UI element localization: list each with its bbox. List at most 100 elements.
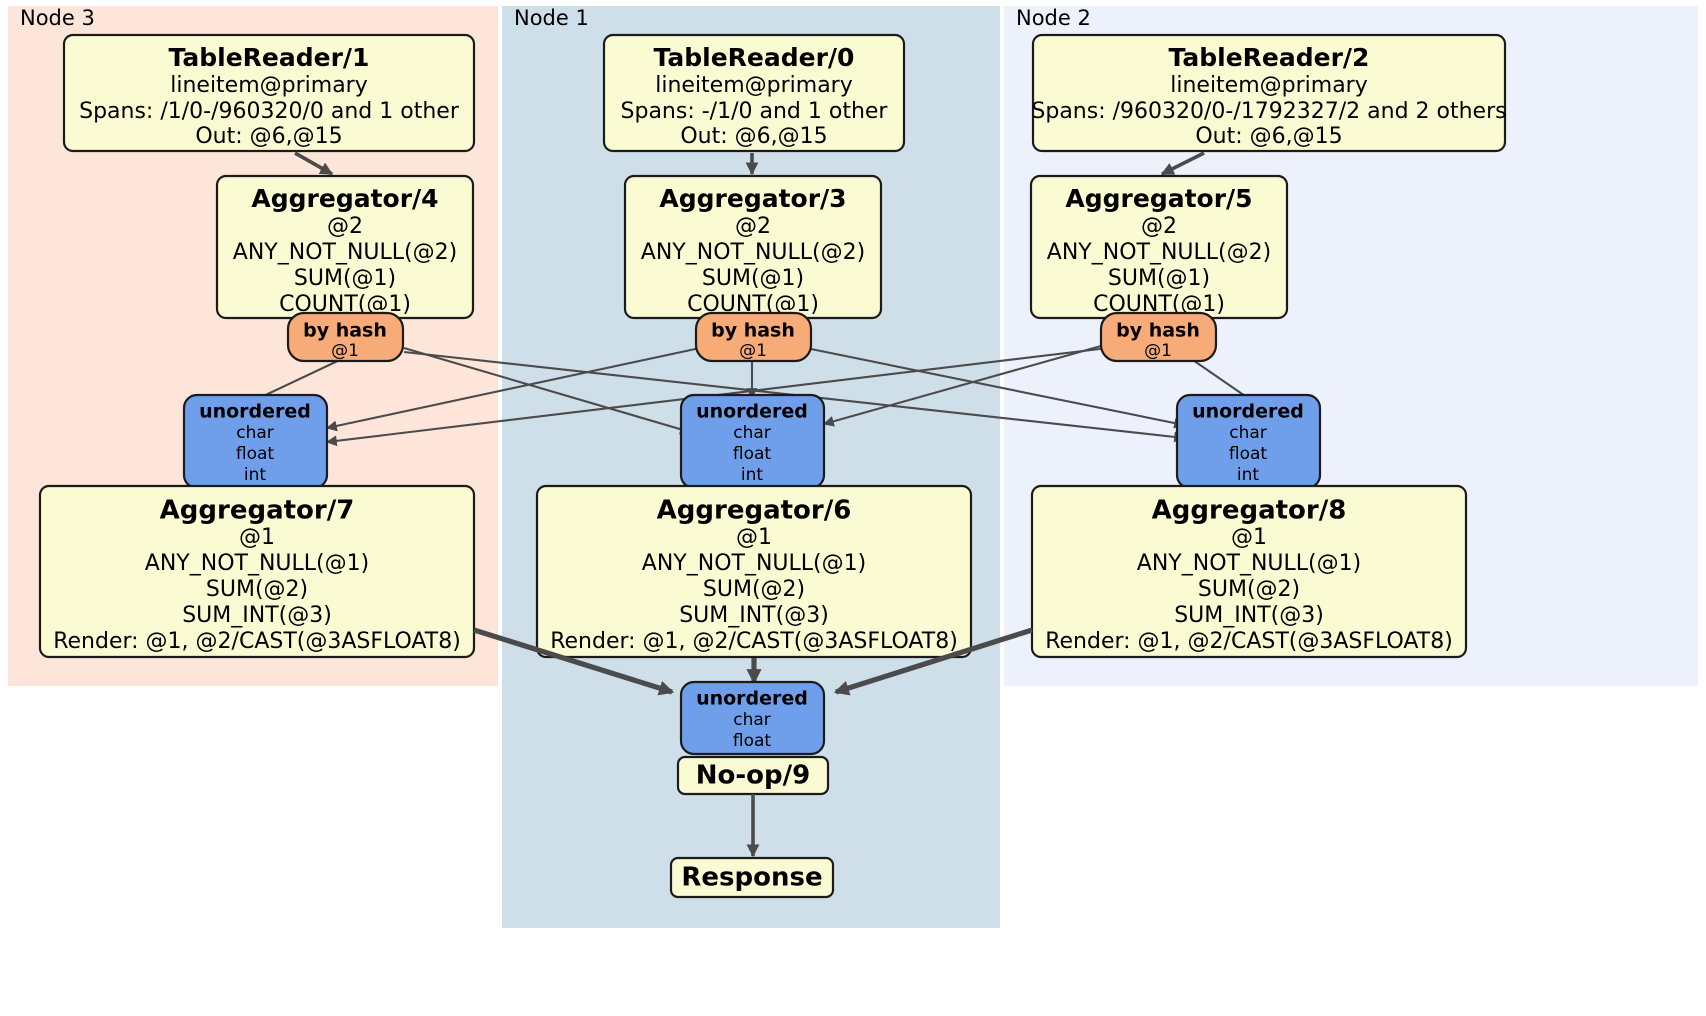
tablereader-2-box[interactable] bbox=[1031, 33, 1507, 153]
aggregator-6-title: Aggregator/6 bbox=[657, 496, 852, 526]
panel-node-3-label: Node 3 bbox=[20, 6, 95, 30]
router-right-box[interactable] bbox=[1099, 311, 1218, 363]
receiver-right[interactable]: unordered char float int bbox=[1175, 393, 1322, 490]
aggregator-6-box[interactable] bbox=[535, 484, 973, 659]
tablereader-1-line-1: Spans: /1/0-/960320/0 and 1 other bbox=[79, 99, 460, 124]
receiver-right-line-1: float bbox=[1229, 444, 1268, 464]
aggregator-8-line-4: Render: @1, @2/CAST(@3ASFLOAT8) bbox=[1045, 629, 1453, 654]
tablereader-1-line-2: Out: @6,@15 bbox=[195, 124, 342, 149]
receiver-right-title: unordered bbox=[1192, 401, 1304, 423]
receiver-left-line-1: float bbox=[236, 444, 275, 464]
edge-router-center-to-receiver-left bbox=[325, 346, 701, 432]
tablereader-2-title: TableReader/2 bbox=[1169, 43, 1370, 72]
tablereader-0-title: TableReader/0 bbox=[654, 43, 855, 72]
response-box[interactable] bbox=[669, 856, 835, 899]
tablereader-1-title: TableReader/1 bbox=[169, 43, 370, 72]
router-center-box[interactable] bbox=[694, 311, 813, 363]
edge-tablereader-1-to-aggregator-4 bbox=[294, 151, 334, 176]
receiver-final-line-1: float bbox=[733, 731, 772, 751]
aggregator-7-line-1: ANY_NOT_NULL(@1) bbox=[145, 551, 369, 576]
node-aggregator-3[interactable]: Aggregator/3 @2 ANY_NOT_NULL(@2) SUM(@1)… bbox=[623, 174, 883, 320]
tablereader-0-line-1: Spans: -/1/0 and 1 other bbox=[621, 99, 889, 124]
tablereader-0-line-2: Out: @6,@15 bbox=[680, 124, 827, 149]
router-right-title: by hash bbox=[1116, 320, 1200, 342]
aggregator-3-title: Aggregator/3 bbox=[659, 184, 846, 213]
tablereader-0-line-0: lineitem@primary bbox=[655, 73, 853, 98]
aggregator-7-line-0: @1 bbox=[239, 525, 275, 550]
router-left[interactable]: by hash @1 bbox=[286, 311, 405, 363]
edge-router-right-to-receiver-right bbox=[1189, 357, 1249, 399]
receiver-center[interactable]: unordered char float int bbox=[679, 393, 826, 490]
aggregator-3-line-2: SUM(@1) bbox=[702, 266, 804, 291]
aggregator-5-line-0: @2 bbox=[1141, 214, 1177, 239]
aggregator-4-line-0: @2 bbox=[327, 214, 363, 239]
tablereader-2-line-0: lineitem@primary bbox=[1170, 73, 1368, 98]
aggregator-7-title: Aggregator/7 bbox=[160, 496, 355, 526]
receiver-center-title: unordered bbox=[696, 401, 808, 423]
aggregator-8-title: Aggregator/8 bbox=[1152, 496, 1347, 526]
final-merge-edges bbox=[473, 627, 1033, 696]
receiver-center-line-2: int bbox=[741, 465, 763, 485]
edge-router-right-to-receiver-center bbox=[822, 342, 1109, 427]
aggregator-3-line-1: ANY_NOT_NULL(@2) bbox=[641, 240, 865, 265]
receiver-final-box[interactable] bbox=[679, 680, 826, 756]
tablereader-1-line-0: lineitem@primary bbox=[170, 73, 368, 98]
receiver-left[interactable]: unordered char float int bbox=[182, 393, 329, 490]
node-aggregator-6[interactable]: Aggregator/6 @1 ANY_NOT_NULL(@1) SUM(@2)… bbox=[535, 484, 973, 659]
aggregator-5-line-2: SUM(@1) bbox=[1108, 266, 1210, 291]
receiver-final-title: unordered bbox=[696, 688, 808, 710]
node-response[interactable]: Response bbox=[669, 856, 835, 899]
receiver-left-title: unordered bbox=[199, 401, 311, 423]
panel-node-2-label: Node 2 bbox=[1016, 6, 1091, 30]
tablereader-0-box[interactable] bbox=[602, 33, 906, 153]
router-left-title: by hash bbox=[303, 320, 387, 342]
receiver-left-line-2: int bbox=[244, 465, 266, 485]
node-tablereader-0[interactable]: TableReader/0 lineitem@primary Spans: -/… bbox=[602, 33, 906, 153]
node-aggregator-4[interactable]: Aggregator/4 @2 ANY_NOT_NULL(@2) SUM(@1)… bbox=[215, 174, 475, 320]
aggregator-8-line-1: ANY_NOT_NULL(@1) bbox=[1137, 551, 1361, 576]
node-aggregator-5[interactable]: Aggregator/5 @2 ANY_NOT_NULL(@2) SUM(@1)… bbox=[1029, 174, 1289, 320]
tablereader-2-line-2: Out: @6,@15 bbox=[1195, 124, 1342, 149]
edge-aggregator-7-to-receiver-final bbox=[473, 627, 675, 696]
node-tablereader-1[interactable]: TableReader/1 lineitem@primary Spans: /1… bbox=[62, 33, 476, 153]
node-aggregator-8[interactable]: Aggregator/8 @1 ANY_NOT_NULL(@1) SUM(@2)… bbox=[1030, 484, 1468, 659]
node-aggregator-7[interactable]: Aggregator/7 @1 ANY_NOT_NULL(@1) SUM(@2)… bbox=[38, 484, 476, 659]
router-center-line-0: @1 bbox=[739, 341, 767, 361]
aggregator-5-title: Aggregator/5 bbox=[1065, 184, 1252, 213]
aggregator-4-line-2: SUM(@1) bbox=[294, 266, 396, 291]
router-center[interactable]: by hash @1 bbox=[694, 311, 813, 363]
edge-router-left-to-receiver-left bbox=[254, 357, 345, 401]
node-noop-9[interactable]: No-op/9 bbox=[676, 755, 830, 796]
router-right[interactable]: by hash @1 bbox=[1099, 311, 1218, 363]
receiver-right-line-2: int bbox=[1237, 465, 1259, 485]
noop-9-title: No-op/9 bbox=[696, 761, 810, 791]
aggregator-8-line-2: SUM(@2) bbox=[1198, 577, 1300, 602]
edge-router-left-to-receiver-center bbox=[403, 346, 692, 435]
aggregator-7-box[interactable] bbox=[38, 484, 476, 659]
response-title: Response bbox=[681, 863, 822, 893]
aggregator-7-line-4: Render: @1, @2/CAST(@3ASFLOAT8) bbox=[53, 629, 461, 654]
aggregator-6-line-3: SUM_INT(@3) bbox=[679, 603, 829, 628]
tablereader-1-box[interactable] bbox=[62, 33, 476, 153]
router-center-title: by hash bbox=[711, 320, 795, 342]
aggregator-5-line-1: ANY_NOT_NULL(@2) bbox=[1047, 240, 1271, 265]
panel-node-1-label: Node 1 bbox=[514, 6, 589, 30]
node-tablereader-2[interactable]: TableReader/2 lineitem@primary Spans: /9… bbox=[1031, 33, 1507, 153]
router-left-box[interactable] bbox=[286, 311, 405, 363]
tablereader-2-line-1: Spans: /960320/0-/1792327/2 and 2 others bbox=[1031, 99, 1506, 124]
aggregator-3-line-0: @2 bbox=[735, 214, 771, 239]
edge-tablereader-2-to-aggregator-5 bbox=[1160, 151, 1205, 176]
router-left-line-0: @1 bbox=[331, 341, 359, 361]
receiver-left-line-0: char bbox=[236, 423, 274, 443]
edge-router-center-to-receiver-right bbox=[805, 346, 1186, 429]
edge-aggregator-8-to-receiver-final bbox=[833, 627, 1033, 696]
aggregator-8-box[interactable] bbox=[1030, 484, 1468, 659]
aggregator-8-line-0: @1 bbox=[1231, 525, 1267, 550]
aggregator-8-line-3: SUM_INT(@3) bbox=[1174, 603, 1324, 628]
router-right-line-0: @1 bbox=[1144, 341, 1172, 361]
aggregator-7-line-3: SUM_INT(@3) bbox=[182, 603, 332, 628]
receiver-final[interactable]: unordered char float bbox=[679, 680, 826, 756]
aggregator-4-title: Aggregator/4 bbox=[251, 184, 438, 213]
